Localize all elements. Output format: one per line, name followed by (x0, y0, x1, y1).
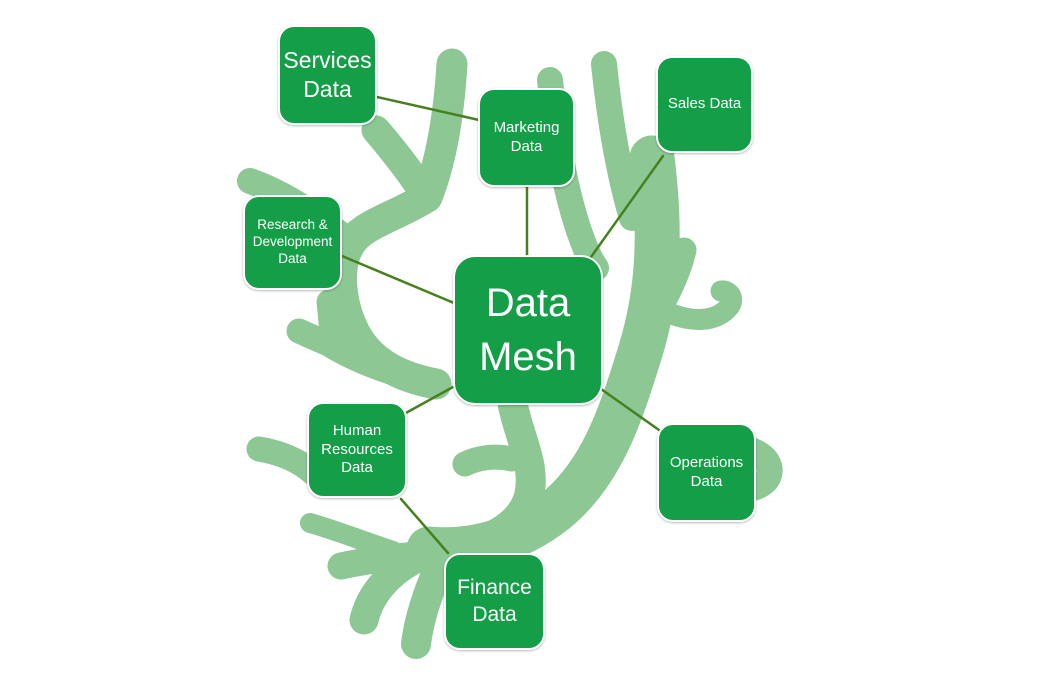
node-operations-data[interactable]: Operations Data (657, 423, 756, 522)
connector-group (340, 95, 665, 555)
connector-sales-mesh (589, 154, 665, 259)
node-human-resources-data[interactable]: Human Resources Data (307, 402, 407, 498)
branch (651, 280, 743, 330)
node-data-mesh-center[interactable]: Data Mesh (453, 255, 603, 405)
branch (419, 391, 546, 565)
node-services-data[interactable]: Services Data (278, 25, 377, 125)
connector-services-marketing (375, 95, 481, 122)
connector-mesh-operations (599, 387, 661, 432)
branch (411, 48, 468, 213)
branch (591, 51, 645, 231)
branch (452, 444, 525, 477)
branch (327, 539, 447, 580)
connector-research-mesh (340, 254, 456, 305)
node-research-development-data[interactable]: Research & Development Data (243, 195, 342, 290)
connector-hr-finance (399, 497, 450, 555)
branch (632, 237, 697, 343)
branch-group (237, 48, 783, 659)
node-finance-data[interactable]: Finance Data (444, 553, 545, 650)
branch (246, 436, 326, 486)
branch (300, 513, 403, 561)
node-marketing-data[interactable]: Marketing Data (478, 88, 575, 187)
node-sales-data[interactable]: Sales Data (656, 56, 753, 153)
connector-hr-mesh (402, 385, 455, 416)
branch (319, 331, 450, 397)
